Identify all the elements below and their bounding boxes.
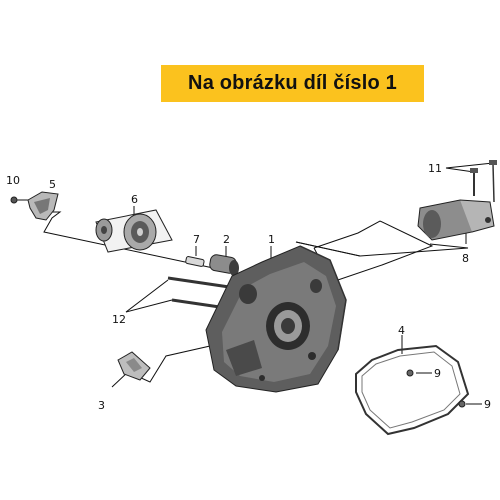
label-part-3: 3 bbox=[98, 399, 105, 412]
label-part-7: 7 bbox=[193, 233, 200, 246]
sleeve-part-2 bbox=[209, 254, 239, 276]
gear-assembly-part-6 bbox=[95, 209, 173, 253]
label-part-9-b: 9 bbox=[484, 398, 491, 411]
label-part-9-a: 9 bbox=[434, 367, 441, 380]
label-part-5: 5 bbox=[49, 178, 56, 191]
gasket-part-4 bbox=[355, 344, 470, 436]
label-part-6: 6 bbox=[131, 193, 138, 206]
pin-part-7 bbox=[185, 256, 205, 267]
label-part-2: 2 bbox=[223, 233, 230, 246]
bolt-part-10 bbox=[10, 196, 18, 204]
label-part-1: 1 bbox=[268, 233, 275, 246]
part-labels: 10 5 6 7 2 1 12 4 9 9 3 11 8 bbox=[6, 162, 491, 412]
highlight-banner: Na obrázku díl číslo 1 bbox=[161, 65, 424, 102]
label-part-10: 10 bbox=[6, 174, 20, 187]
clip-part-3 bbox=[117, 351, 151, 381]
banner-text: Na obrázku díl číslo 1 bbox=[188, 72, 397, 94]
starter-motor-part-8 bbox=[417, 199, 495, 241]
label-part-11: 11 bbox=[428, 162, 442, 175]
label-part-8: 8 bbox=[462, 252, 469, 265]
small-bolts-part-9 bbox=[406, 369, 466, 408]
crankcase-part-1 bbox=[205, 245, 347, 393]
bracket-part-5 bbox=[27, 191, 59, 221]
label-part-12: 12 bbox=[112, 313, 126, 326]
label-part-4: 4 bbox=[398, 324, 405, 337]
bolts-part-11 bbox=[470, 160, 497, 203]
